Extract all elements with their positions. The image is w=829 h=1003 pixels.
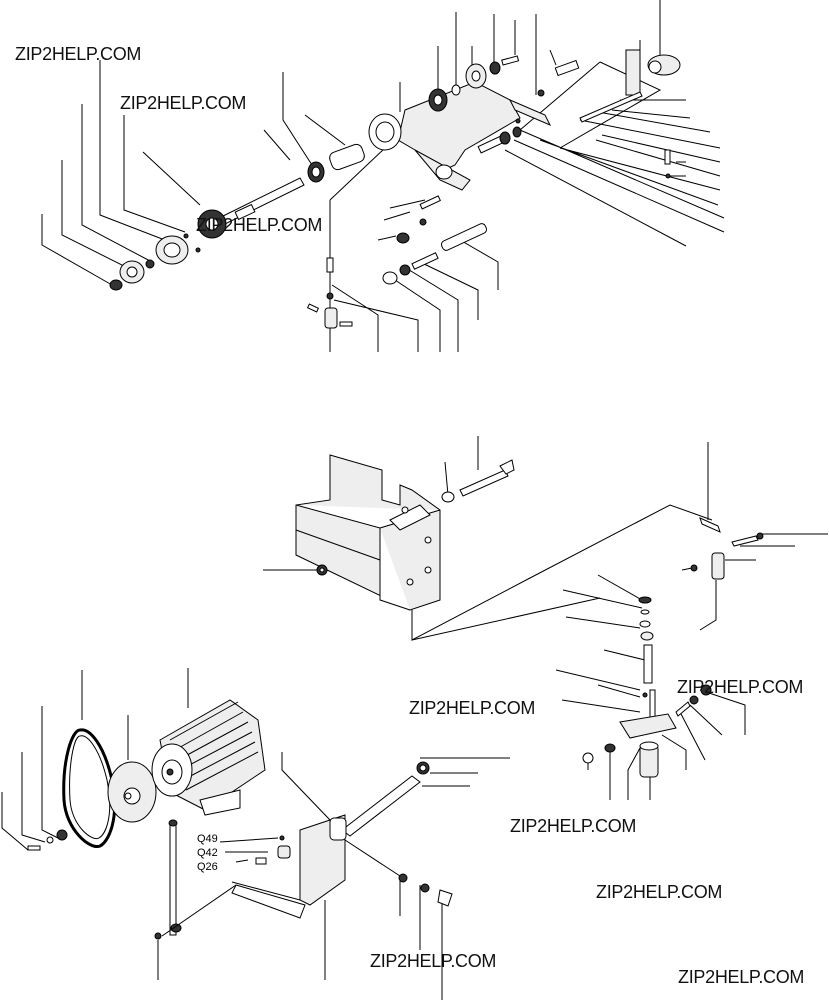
- watermark-text: ZIP2HELP.COM: [196, 215, 323, 235]
- watermark-text: ZIP2HELP.COM: [409, 698, 536, 718]
- watermark-text: ZIP2HELP.COM: [120, 93, 247, 113]
- label-q42: Q42: [197, 847, 218, 859]
- label-q26: Q26: [197, 861, 218, 873]
- base-frame-assembly: [263, 436, 713, 641]
- top-arm-assembly: [41, 0, 725, 352]
- watermark-text: ZIP2HELP.COM: [678, 967, 805, 987]
- watermark-text: ZIP2HELP.COM: [370, 951, 497, 971]
- label-q49: Q49: [197, 833, 218, 845]
- watermark-text: ZIP2HELP.COM: [510, 816, 637, 836]
- motor-assembly: [1, 668, 510, 1000]
- watermark-text: ZIP2HELP.COM: [15, 44, 142, 64]
- tension-assembly: [555, 442, 828, 800]
- watermark-text: ZIP2HELP.COM: [596, 882, 723, 902]
- watermark-text: ZIP2HELP.COM: [677, 677, 804, 697]
